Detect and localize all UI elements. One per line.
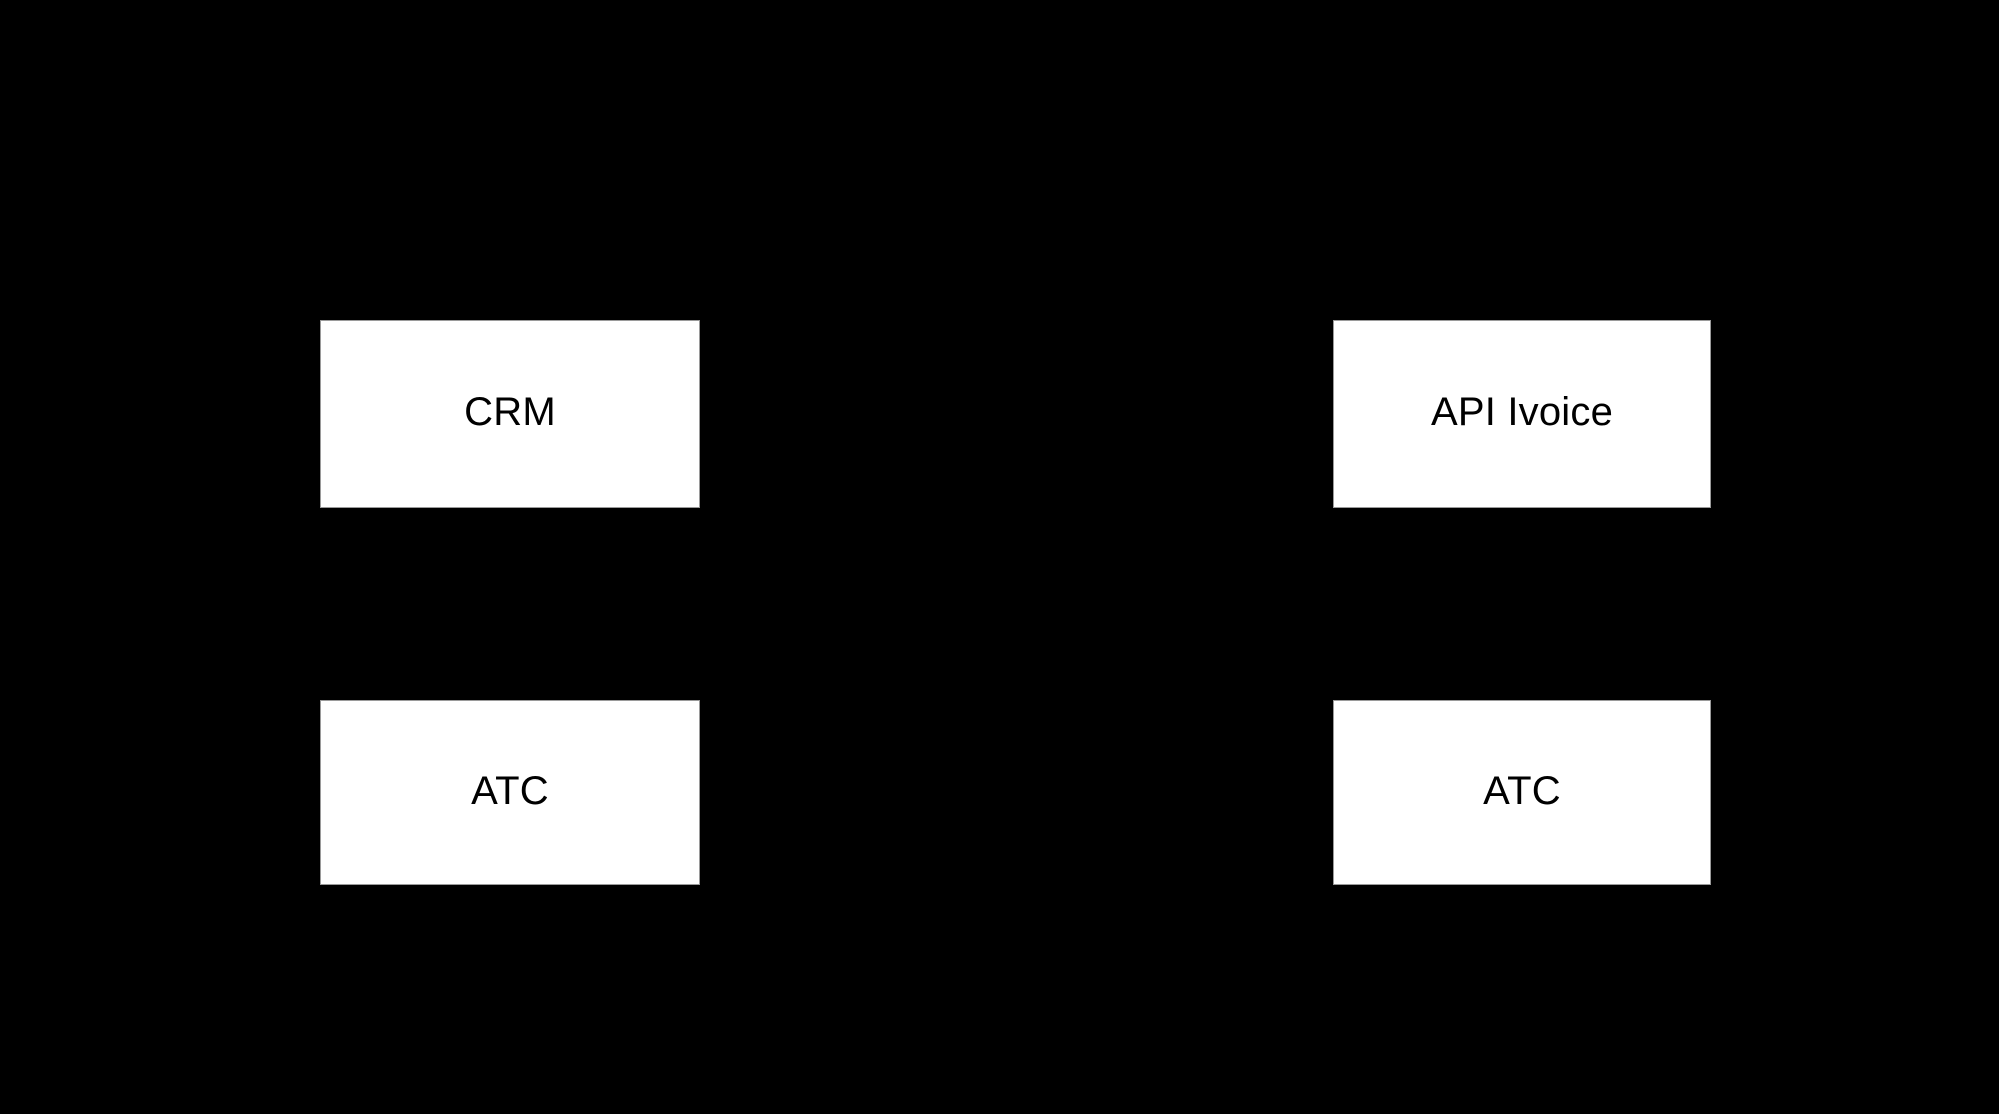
node-crm-label: CRM <box>464 390 556 434</box>
node-atc-right[interactable]: ATC <box>1333 700 1711 885</box>
node-crm[interactable]: CRM <box>320 320 700 508</box>
node-atc-left-label: ATC <box>471 768 549 813</box>
node-api-ivoice-label: API Ivoice <box>1430 390 1614 434</box>
node-api-ivoice[interactable]: API Ivoice <box>1333 320 1711 508</box>
node-atc-left[interactable]: ATC <box>320 700 700 885</box>
node-atc-right-label: ATC <box>1483 768 1561 813</box>
